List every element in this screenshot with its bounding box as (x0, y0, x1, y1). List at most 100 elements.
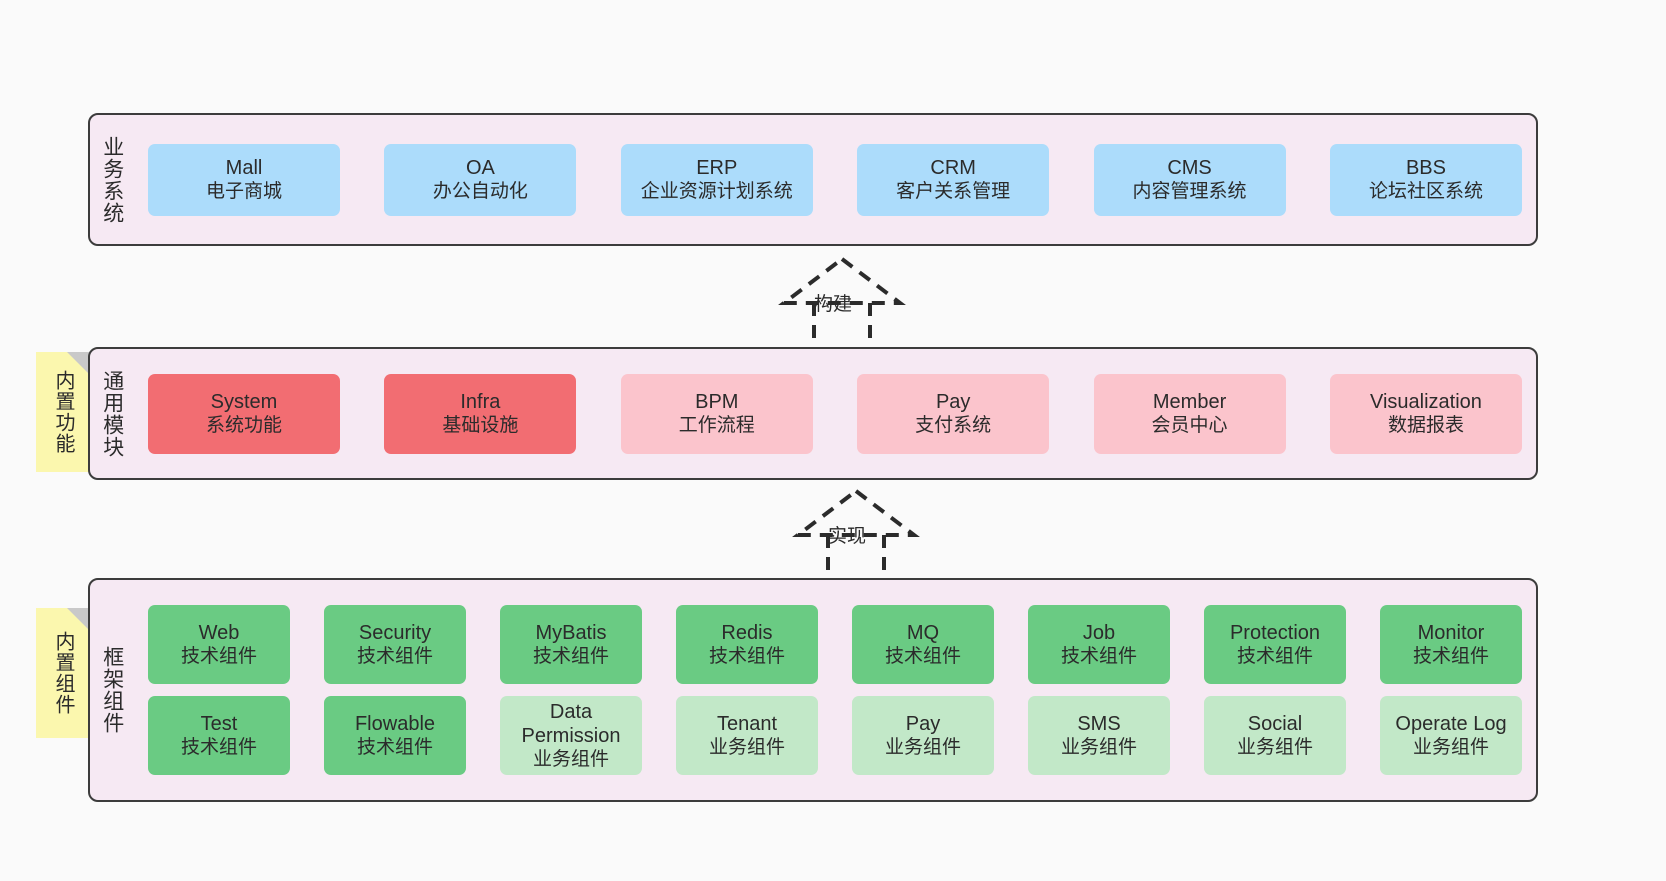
arrow-implement-head (792, 488, 920, 537)
card-bbs[interactable]: BBS 论坛社区系统 (1329, 143, 1522, 216)
card-system[interactable]: System 系统功能 (148, 373, 340, 454)
card-operate-log[interactable]: Operate Log 业务组件 (1380, 696, 1522, 775)
arrow-build: 构建 (752, 255, 932, 347)
card-security-subtitle: 技术组件 (356, 646, 433, 668)
card-oa[interactable]: OA 办公自动化 (384, 143, 577, 216)
card-pay-module[interactable]: Pay 支付系统 (857, 373, 1050, 454)
arrow-build-stem (812, 303, 872, 347)
card-bpm-subtitle: 工作流程 (678, 415, 755, 437)
card-security-title: Security (358, 621, 432, 644)
card-member[interactable]: Member 会员中心 (1093, 373, 1286, 454)
card-oa-subtitle: 办公自动化 (432, 181, 528, 203)
card-web[interactable]: Web 技术组件 (148, 605, 290, 684)
card-bpm[interactable]: BPM 工作流程 (620, 373, 813, 454)
card-pay-component-subtitle: 业务组件 (884, 737, 961, 759)
card-crm-title: CRM (930, 156, 976, 179)
card-test-title: Test (200, 712, 238, 735)
card-test-subtitle: 技术组件 (180, 737, 257, 759)
layer-common-module-body: System 系统功能 Infra 基础设施 BPM 工作流程 Pay 支付系统… (134, 349, 1536, 478)
card-bbs-subtitle: 论坛社区系统 (1368, 181, 1483, 203)
card-redis[interactable]: Redis 技术组件 (676, 605, 818, 684)
card-redis-subtitle: 技术组件 (708, 646, 785, 668)
card-flowable-subtitle: 技术组件 (356, 737, 433, 759)
arrow-implement-label: 实现 (828, 526, 867, 547)
card-mybatis-title: MyBatis (535, 621, 607, 644)
card-test[interactable]: Test 技术组件 (148, 696, 290, 775)
card-member-subtitle: 会员中心 (1151, 415, 1228, 437)
card-mall-subtitle: 电子商城 (205, 181, 282, 203)
card-pay-module-subtitle: 支付系统 (915, 415, 992, 437)
arrow-implement-stem (826, 535, 886, 579)
card-sms[interactable]: SMS 业务组件 (1028, 696, 1170, 775)
note-built-in-function: 内置功能 (36, 352, 89, 472)
card-monitor-subtitle: 技术组件 (1412, 646, 1489, 668)
card-social-title: Social (1247, 712, 1303, 735)
card-member-title: Member (1152, 390, 1227, 413)
card-visualization[interactable]: Visualization 数据报表 (1329, 373, 1522, 454)
card-cms-title: CMS (1167, 156, 1212, 179)
card-infra-subtitle: 基础设施 (442, 415, 519, 437)
card-infra[interactable]: Infra 基础设施 (384, 373, 577, 454)
card-mall-title: Mall (225, 156, 263, 179)
card-pay-module-title: Pay (935, 390, 971, 413)
note-built-in-function-label: 内置功能 (52, 370, 74, 454)
layer-framework-component: 框架组件 Web 技术组件 Security 技术组件 MyBatis 技术组件… (88, 578, 1538, 802)
card-social[interactable]: Social 业务组件 (1204, 696, 1346, 775)
card-erp[interactable]: ERP 企业资源计划系统 (620, 143, 813, 216)
card-cms-subtitle: 内容管理系统 (1132, 181, 1247, 203)
card-social-subtitle: 业务组件 (1236, 737, 1313, 759)
card-infra-title: Infra (460, 390, 501, 413)
arrow-build-head (778, 256, 906, 305)
card-data-permission[interactable]: Data Permission 业务组件 (500, 696, 642, 775)
card-web-subtitle: 技术组件 (180, 646, 257, 668)
card-pay-component-title: Pay (905, 712, 941, 735)
card-pay-component[interactable]: Pay 业务组件 (852, 696, 994, 775)
layer-business-system: 业务系统 Mall 电子商城 OA 办公自动化 ERP 企业资源计划系统 CRM… (88, 113, 1538, 246)
layer-common-module-label: 通用模块 (100, 369, 124, 458)
card-bbs-title: BBS (1405, 156, 1446, 179)
card-cms[interactable]: CMS 内容管理系统 (1093, 143, 1286, 216)
card-operate-log-subtitle: 业务组件 (1412, 737, 1489, 759)
layer-business-system-body: Mall 电子商城 OA 办公自动化 ERP 企业资源计划系统 CRM 客户关系… (134, 115, 1536, 244)
card-tenant[interactable]: Tenant 业务组件 (676, 696, 818, 775)
card-operate-log-title: Operate Log (1395, 712, 1507, 735)
card-flowable[interactable]: Flowable 技术组件 (324, 696, 466, 775)
layer-common-module: 通用模块 System 系统功能 Infra 基础设施 BPM 工作流程 Pay… (88, 347, 1538, 480)
card-mq[interactable]: MQ 技术组件 (852, 605, 994, 684)
framework-business-row: Test 技术组件 Flowable 技术组件 Data Permission … (148, 696, 1522, 775)
arrow-implement: 实现 (766, 487, 946, 579)
card-mq-subtitle: 技术组件 (884, 646, 961, 668)
card-crm-subtitle: 客户关系管理 (896, 181, 1011, 203)
card-flowable-title: Flowable (354, 712, 436, 735)
card-sms-title: SMS (1077, 712, 1121, 735)
note-built-in-component: 内置组件 (36, 608, 89, 738)
card-bpm-title: BPM (695, 390, 739, 413)
card-monitor[interactable]: Monitor 技术组件 (1380, 605, 1522, 684)
card-monitor-title: Monitor (1417, 621, 1485, 644)
framework-tech-row: Web 技术组件 Security 技术组件 MyBatis 技术组件 Redi… (148, 605, 1522, 684)
card-job-subtitle: 技术组件 (1060, 646, 1137, 668)
card-web-title: Web (198, 621, 240, 644)
card-mall[interactable]: Mall 电子商城 (148, 143, 340, 216)
card-visualization-title: Visualization (1369, 390, 1482, 413)
note-built-in-component-label: 内置组件 (52, 631, 74, 715)
card-erp-subtitle: 企业资源计划系统 (640, 181, 793, 203)
card-mybatis[interactable]: MyBatis 技术组件 (500, 605, 642, 684)
card-security[interactable]: Security 技术组件 (324, 605, 466, 684)
card-job[interactable]: Job 技术组件 (1028, 605, 1170, 684)
card-redis-title: Redis (721, 621, 773, 644)
card-oa-title: OA (465, 156, 495, 179)
card-tenant-title: Tenant (716, 712, 778, 735)
card-data-permission-subtitle: 业务组件 (532, 749, 609, 771)
card-system-subtitle: 系统功能 (205, 415, 282, 437)
card-sms-subtitle: 业务组件 (1060, 737, 1137, 759)
card-protection[interactable]: Protection 技术组件 (1204, 605, 1346, 684)
card-visualization-subtitle: 数据报表 (1387, 415, 1464, 437)
note-fold-icon (67, 608, 89, 630)
card-crm[interactable]: CRM 客户关系管理 (857, 143, 1050, 216)
card-mybatis-subtitle: 技术组件 (532, 646, 609, 668)
card-system-title: System (210, 390, 278, 413)
card-erp-title: ERP (696, 156, 738, 179)
card-mq-title: MQ (906, 621, 940, 644)
